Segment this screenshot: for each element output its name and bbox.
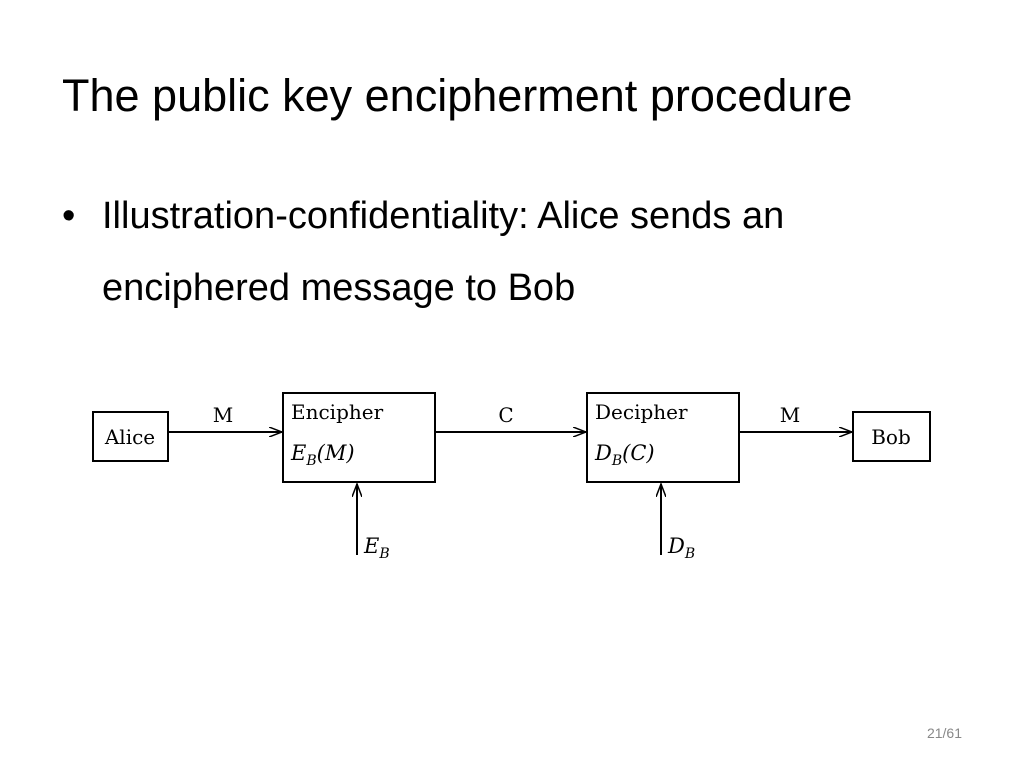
decipher-title: Decipher	[595, 400, 688, 424]
edge-label-m-2: M	[780, 403, 800, 427]
encipher-function: EB(M)	[290, 441, 355, 469]
decipher-box	[586, 392, 740, 483]
edge-label-c: C	[498, 403, 513, 427]
edge-label-m-1: M	[213, 403, 233, 427]
slide-title: The public key encipherment procedure	[62, 70, 853, 121]
encipher-key-label: EB	[363, 534, 390, 562]
bob-box	[852, 411, 931, 462]
encipher-box	[282, 392, 436, 483]
decipher-key-label: DB	[667, 534, 695, 562]
bullet-line-1: Illustration-confidentiality: Alice send…	[102, 195, 785, 237]
decipher-function: DB(C)	[594, 441, 655, 469]
bullet-line-2: enciphered message to Bob	[102, 267, 576, 309]
encipher-title: Encipher	[291, 400, 384, 424]
bullet-text: Illustration-confidentiality: Alice send…	[102, 190, 982, 334]
alice-label: Alice	[104, 425, 155, 449]
bob-label: Bob	[871, 425, 911, 449]
page-number: 21/61	[926, 725, 962, 741]
bullet-dot: •	[62, 195, 76, 237]
alice-box	[92, 411, 169, 462]
